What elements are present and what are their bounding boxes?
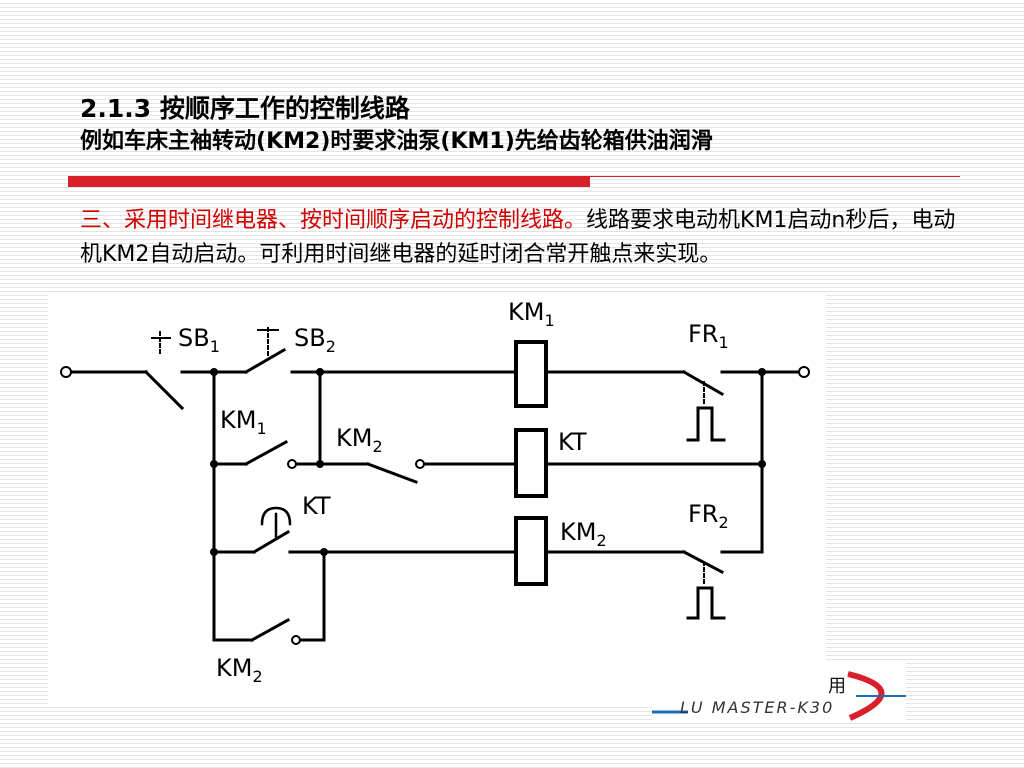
paragraph-body: 线路要求电动机KM1启动n秒后，电动机KM2自动启动。可利用时间继电器的延时闭合… bbox=[80, 208, 956, 267]
subtitle-km1: (KM1) bbox=[440, 129, 515, 154]
title-divider-thin bbox=[590, 176, 960, 177]
subtitle-mid: 时要求油泵 bbox=[330, 129, 441, 154]
section-number: 2.1.3 bbox=[80, 94, 152, 123]
circuit-svg: SB1 SB2 KM1 FR1 KM1 KM2 KT KT KM2 FR2 KM… bbox=[60, 298, 810, 686]
slide-title-block: 2.1.3 按顺序工作的控制线路 例如车床主袖转动(KM2)时要求油泵(KM1)… bbox=[80, 92, 980, 158]
km1-contact-label: KM1 bbox=[220, 406, 267, 438]
control-circuit-diagram: SB1 SB2 KM1 FR1 KM1 KM2 KT KT KM2 FR2 KM… bbox=[48, 292, 826, 704]
logo-watermark: 用 LU MASTER-K30 bbox=[652, 660, 906, 722]
title-text: 按顺序工作的控制线路 bbox=[159, 94, 410, 123]
logo-text: LU MASTER-K30 bbox=[680, 698, 835, 717]
slide-subtitle: 例如车床主袖转动(KM2)时要求油泵(KM1)先给齿轮箱供油润滑 bbox=[80, 126, 980, 158]
km2-contact-bottom-label: KM2 bbox=[216, 654, 263, 686]
kt-contact-label: KT bbox=[302, 492, 331, 520]
circuit-nodes bbox=[60, 366, 810, 645]
paragraph-heading: 三、采用时间继电器、按时间顺序启动的控制线路。 bbox=[80, 208, 587, 233]
body-paragraph: 三、采用时间继电器、按时间顺序启动的控制线路。线路要求电动机KM1启动n秒后，电… bbox=[80, 204, 960, 272]
logo-char: 用 bbox=[828, 676, 846, 697]
sb1-label: SB1 bbox=[178, 324, 220, 356]
circuit-wires bbox=[70, 327, 800, 643]
km2-coil-label: KM2 bbox=[560, 518, 607, 550]
subtitle-prefix: 例如车床主袖转动 bbox=[80, 129, 257, 154]
fr2-label: FR2 bbox=[688, 500, 729, 532]
sb2-label: SB2 bbox=[294, 324, 336, 356]
kt-coil-label: KT bbox=[558, 428, 587, 456]
subtitle-km2: (KM2) bbox=[256, 129, 331, 154]
fr1-label: FR1 bbox=[688, 320, 729, 352]
slide-title: 2.1.3 按顺序工作的控制线路 bbox=[80, 92, 980, 126]
circuit-labels: SB1 SB2 KM1 FR1 KM1 KM2 KT KT KM2 FR2 KM… bbox=[178, 298, 729, 686]
subtitle-suffix: 先给齿轮箱供油润滑 bbox=[514, 129, 713, 154]
logo-swoosh-icon bbox=[652, 671, 906, 721]
km1-coil-label: KM1 bbox=[508, 298, 555, 330]
title-divider-thick bbox=[68, 176, 590, 187]
km2-contact-label: KM2 bbox=[336, 424, 383, 456]
